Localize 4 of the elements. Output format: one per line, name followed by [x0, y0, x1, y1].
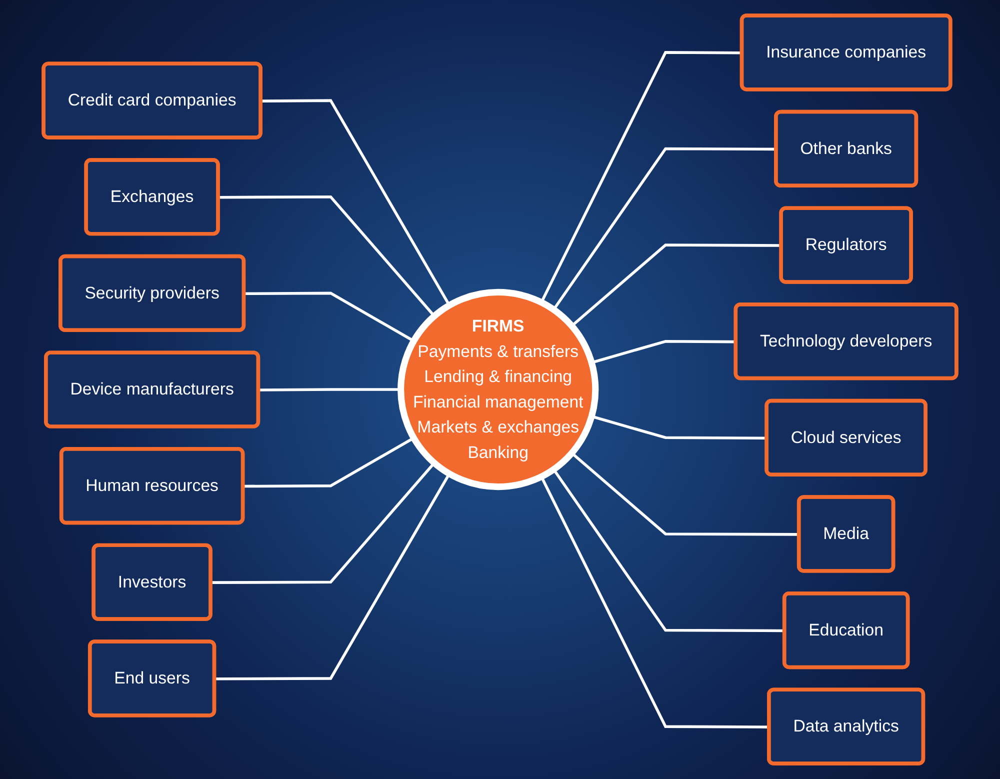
node-circle: FIRMS Payments & transfers Lending & financing Financial management Markets & exchanges Banking [398, 288, 599, 490]
connector [210, 462, 436, 584]
connector [218, 195, 436, 317]
connector [552, 147, 776, 310]
